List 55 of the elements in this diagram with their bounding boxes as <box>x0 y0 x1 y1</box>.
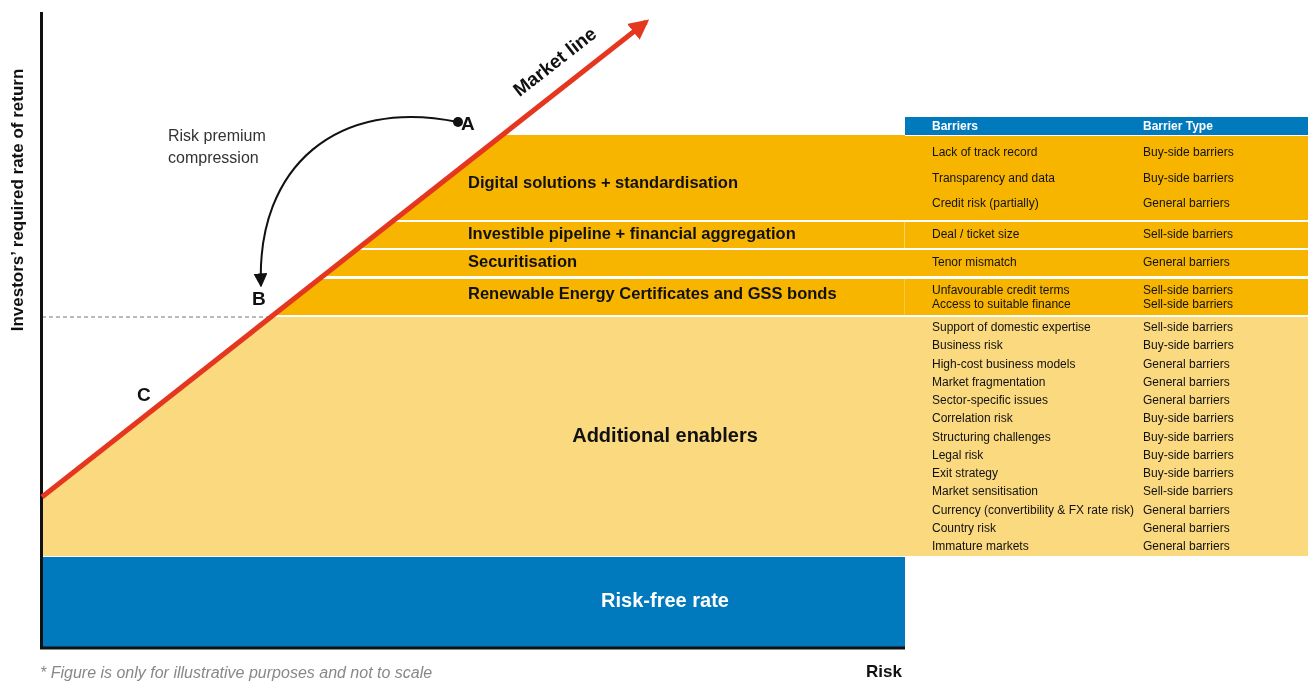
table-cell: Credit risk (partially) <box>932 196 1039 210</box>
table-cell: High-cost business models <box>932 356 1076 371</box>
table-cell: Business risk <box>932 338 1003 353</box>
point-label: C <box>137 384 151 406</box>
table-cell: Unfavourable credit terms <box>932 283 1070 297</box>
table-cell: Support of domestic expertise <box>932 320 1091 334</box>
table-cell: General barriers <box>1143 539 1230 553</box>
table-cell: Tenor mismatch <box>932 255 1017 269</box>
table-cell: Transparency and data <box>932 171 1055 185</box>
table-cell: Lack of track record <box>932 145 1038 159</box>
table-cell: Structuring challenges <box>932 429 1051 444</box>
table-cell: Buy-side barriers <box>1143 145 1234 159</box>
table-cell: Exit strategy <box>932 466 999 480</box>
table-cell: Buy-side barriers <box>1143 411 1234 426</box>
table-cell: General barriers <box>1143 255 1230 269</box>
band-label: Investible pipeline + financial aggregation <box>468 224 796 243</box>
table-cell: Currency (convertibility & FX rate risk) <box>932 502 1135 517</box>
table-cell: Sell-side barriers <box>1143 227 1234 241</box>
table-cell: Country risk <box>932 520 996 535</box>
band-label: Digital solutions + standardisation <box>468 173 738 192</box>
table-cell: Buy-side barriers <box>1143 429 1234 444</box>
band-label: Renewable Energy Certificates and GSS bonds <box>468 284 837 303</box>
axis-title: Investors’ required rate of return <box>8 68 28 332</box>
table-cell: General barriers <box>1143 393 1230 407</box>
table-cell: Buy-side barriers <box>1143 466 1234 480</box>
band-label: Additional enablers <box>572 424 758 447</box>
table-cell: General barriers <box>1143 520 1230 535</box>
table-cell: Buy-side barriers <box>1143 447 1234 462</box>
table-cell: Sell-side barriers <box>1143 320 1234 334</box>
band-label: Securitisation <box>468 252 578 271</box>
axis-title: Risk <box>866 662 902 682</box>
table-cell: Access to suitable finance <box>932 297 1071 311</box>
table-cell: General barriers <box>1143 502 1230 517</box>
table-cell: Sell-side barriers <box>1143 283 1234 297</box>
table-cell: Market fragmentation <box>932 374 1046 389</box>
point-label: B <box>252 288 266 310</box>
curved-arrow <box>254 116 463 288</box>
table-cell: General barriers <box>1143 356 1230 371</box>
point-label: A <box>461 113 475 135</box>
table-cell: Sector-specific issues <box>932 393 1049 407</box>
table-cell: General barriers <box>1143 374 1230 389</box>
band-label: Risk-free rate <box>601 589 729 612</box>
table-cell: Buy-side barriers <box>1143 338 1234 353</box>
table-cell: General barriers <box>1143 196 1230 210</box>
column-header: Barriers <box>932 119 979 133</box>
table-cell: Market sensitisation <box>932 484 1039 499</box>
table-cell: Correlation risk <box>932 411 1013 426</box>
table-cell: Buy-side barriers <box>1143 171 1234 185</box>
table-cell: Legal risk <box>932 447 984 462</box>
table-cell: Sell-side barriers <box>1143 297 1234 311</box>
caption: * Figure is only for illustrative purposes and not to scale <box>40 664 433 682</box>
table-cell: Sell-side barriers <box>1143 484 1234 499</box>
table-cell: Immature markets <box>932 539 1029 553</box>
table-cell: Deal / ticket size <box>932 227 1020 241</box>
column-header: Barrier Type <box>1143 119 1213 133</box>
